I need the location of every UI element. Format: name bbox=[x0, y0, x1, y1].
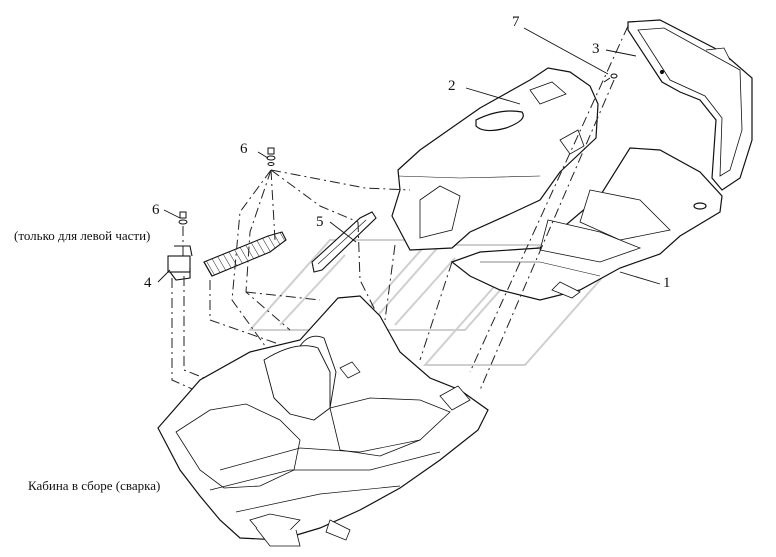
callout-4: 4 bbox=[144, 275, 152, 291]
part-6-bolts bbox=[178, 147, 276, 225]
callout-6-lower: 6 bbox=[152, 202, 160, 218]
callout-6-upper: 6 bbox=[240, 141, 248, 157]
callout-7: 7 bbox=[512, 14, 520, 30]
note-cabin-assembly: Кабина в сборе (сварка) bbox=[28, 478, 161, 493]
callout-5: 5 bbox=[316, 214, 324, 230]
heat-shield-ribbed bbox=[203, 231, 287, 277]
part-2-tunnel-cover bbox=[391, 67, 599, 251]
part-3-rear-panel bbox=[627, 19, 753, 191]
part-7-bolt bbox=[603, 73, 618, 83]
note-left-only: (только для левой части) bbox=[14, 228, 151, 243]
part-1-floor-mat bbox=[450, 147, 723, 301]
callout-1: 1 bbox=[663, 275, 671, 291]
callout-2: 2 bbox=[448, 78, 456, 94]
callout-leaders bbox=[157, 27, 661, 285]
cabin-assembly-welded bbox=[157, 295, 489, 547]
callout-3: 3 bbox=[592, 41, 600, 57]
part-4-left-bracket bbox=[167, 245, 193, 281]
